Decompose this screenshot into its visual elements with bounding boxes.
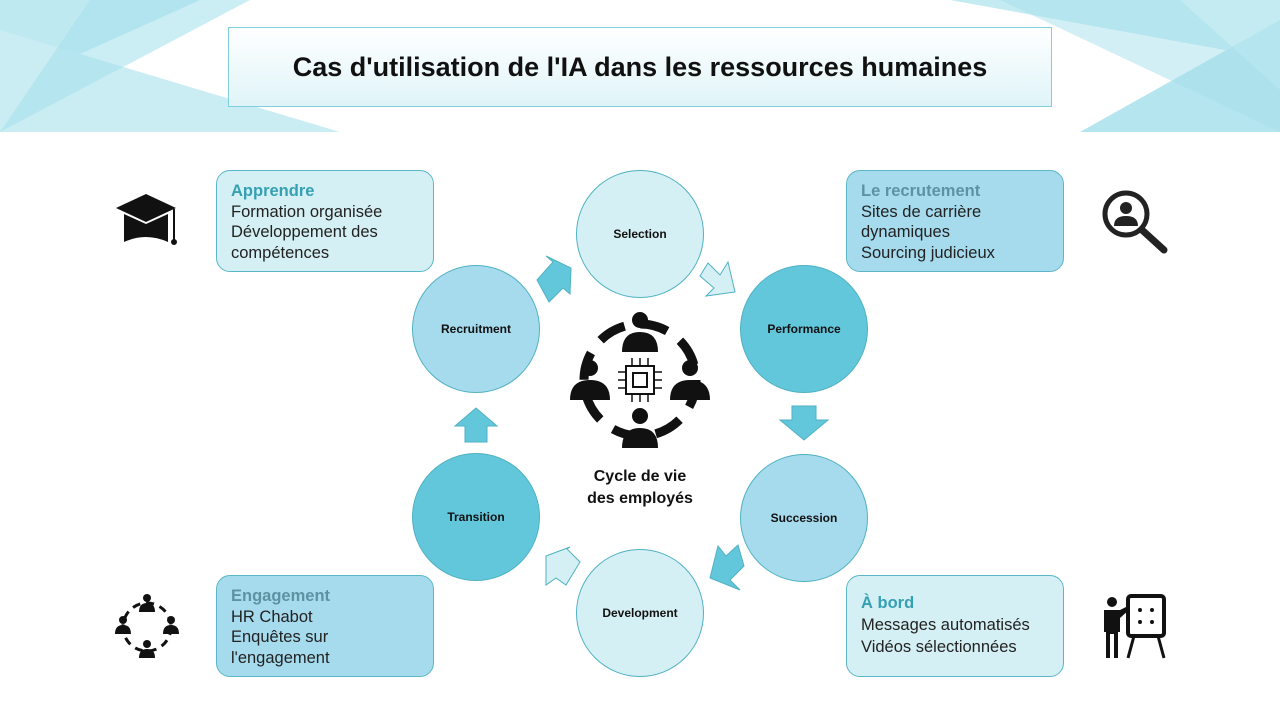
info-box-recrutement: Le recrutement Sites de carrière dynamiq… [846, 170, 1064, 272]
box-line: dynamiques [861, 223, 950, 241]
box-line: Développement des [231, 223, 378, 241]
box-heading: À bord [861, 594, 915, 612]
cycle-stage-performance: Performance [740, 265, 868, 393]
center-label-line: Cycle de vie [593, 468, 687, 485]
arrow-succession-to-development [709, 544, 745, 591]
info-box-a-bord: À bord Messages automatisés Vidéos sélec… [846, 575, 1064, 677]
cycle-stage-transition: Transition [412, 453, 540, 581]
box-line: l'engagement [231, 648, 330, 667]
search-candidate-icon [1102, 190, 1168, 254]
box-line: Sourcing judicieux [861, 243, 995, 262]
ai-people-network-icon [570, 312, 710, 448]
box-heading: Engagement [231, 587, 331, 605]
arrow-recruitment-to-selection [536, 255, 572, 303]
box-heading: Apprendre [231, 182, 315, 200]
box-line: Formation organisée [231, 202, 383, 221]
arrow-selection-to-performance [699, 260, 736, 297]
arrow-transition-to-recruitment [453, 407, 499, 443]
box-line: Enquêtes sur [231, 628, 329, 646]
cycle-stage-selection: Selection [576, 170, 704, 298]
arrow-performance-to-succession [778, 405, 830, 441]
info-box-apprendre: Apprendre Formation organisée Développem… [216, 170, 434, 272]
box-line: compétences [231, 243, 330, 262]
cycle-stage-succession: Succession [740, 454, 868, 582]
cycle-stage-development: Development [576, 549, 704, 677]
box-line: Vidéos sélectionnées [861, 638, 1017, 656]
page-title: Cas d'utilisation de l'IA dans les resso… [228, 27, 1052, 107]
team-network-icon [115, 594, 179, 658]
presenter-board-icon [1104, 594, 1166, 659]
center-label-line: des employés [587, 490, 693, 507]
box-line: Sites de carrière [861, 202, 982, 221]
graduation-cap-icon [116, 194, 177, 245]
box-line: HR Chabot [231, 607, 313, 626]
arrow-development-to-transition [545, 546, 581, 586]
box-line: Messages automatisés [861, 616, 1030, 634]
cycle-stage-recruitment: Recruitment [412, 265, 540, 393]
info-box-engagement: Engagement HR Chabot Enquêtes sur l'enga… [216, 575, 434, 677]
center-label: Cycle de vie des employés [560, 466, 720, 510]
box-heading: Le recrutement [861, 182, 981, 200]
